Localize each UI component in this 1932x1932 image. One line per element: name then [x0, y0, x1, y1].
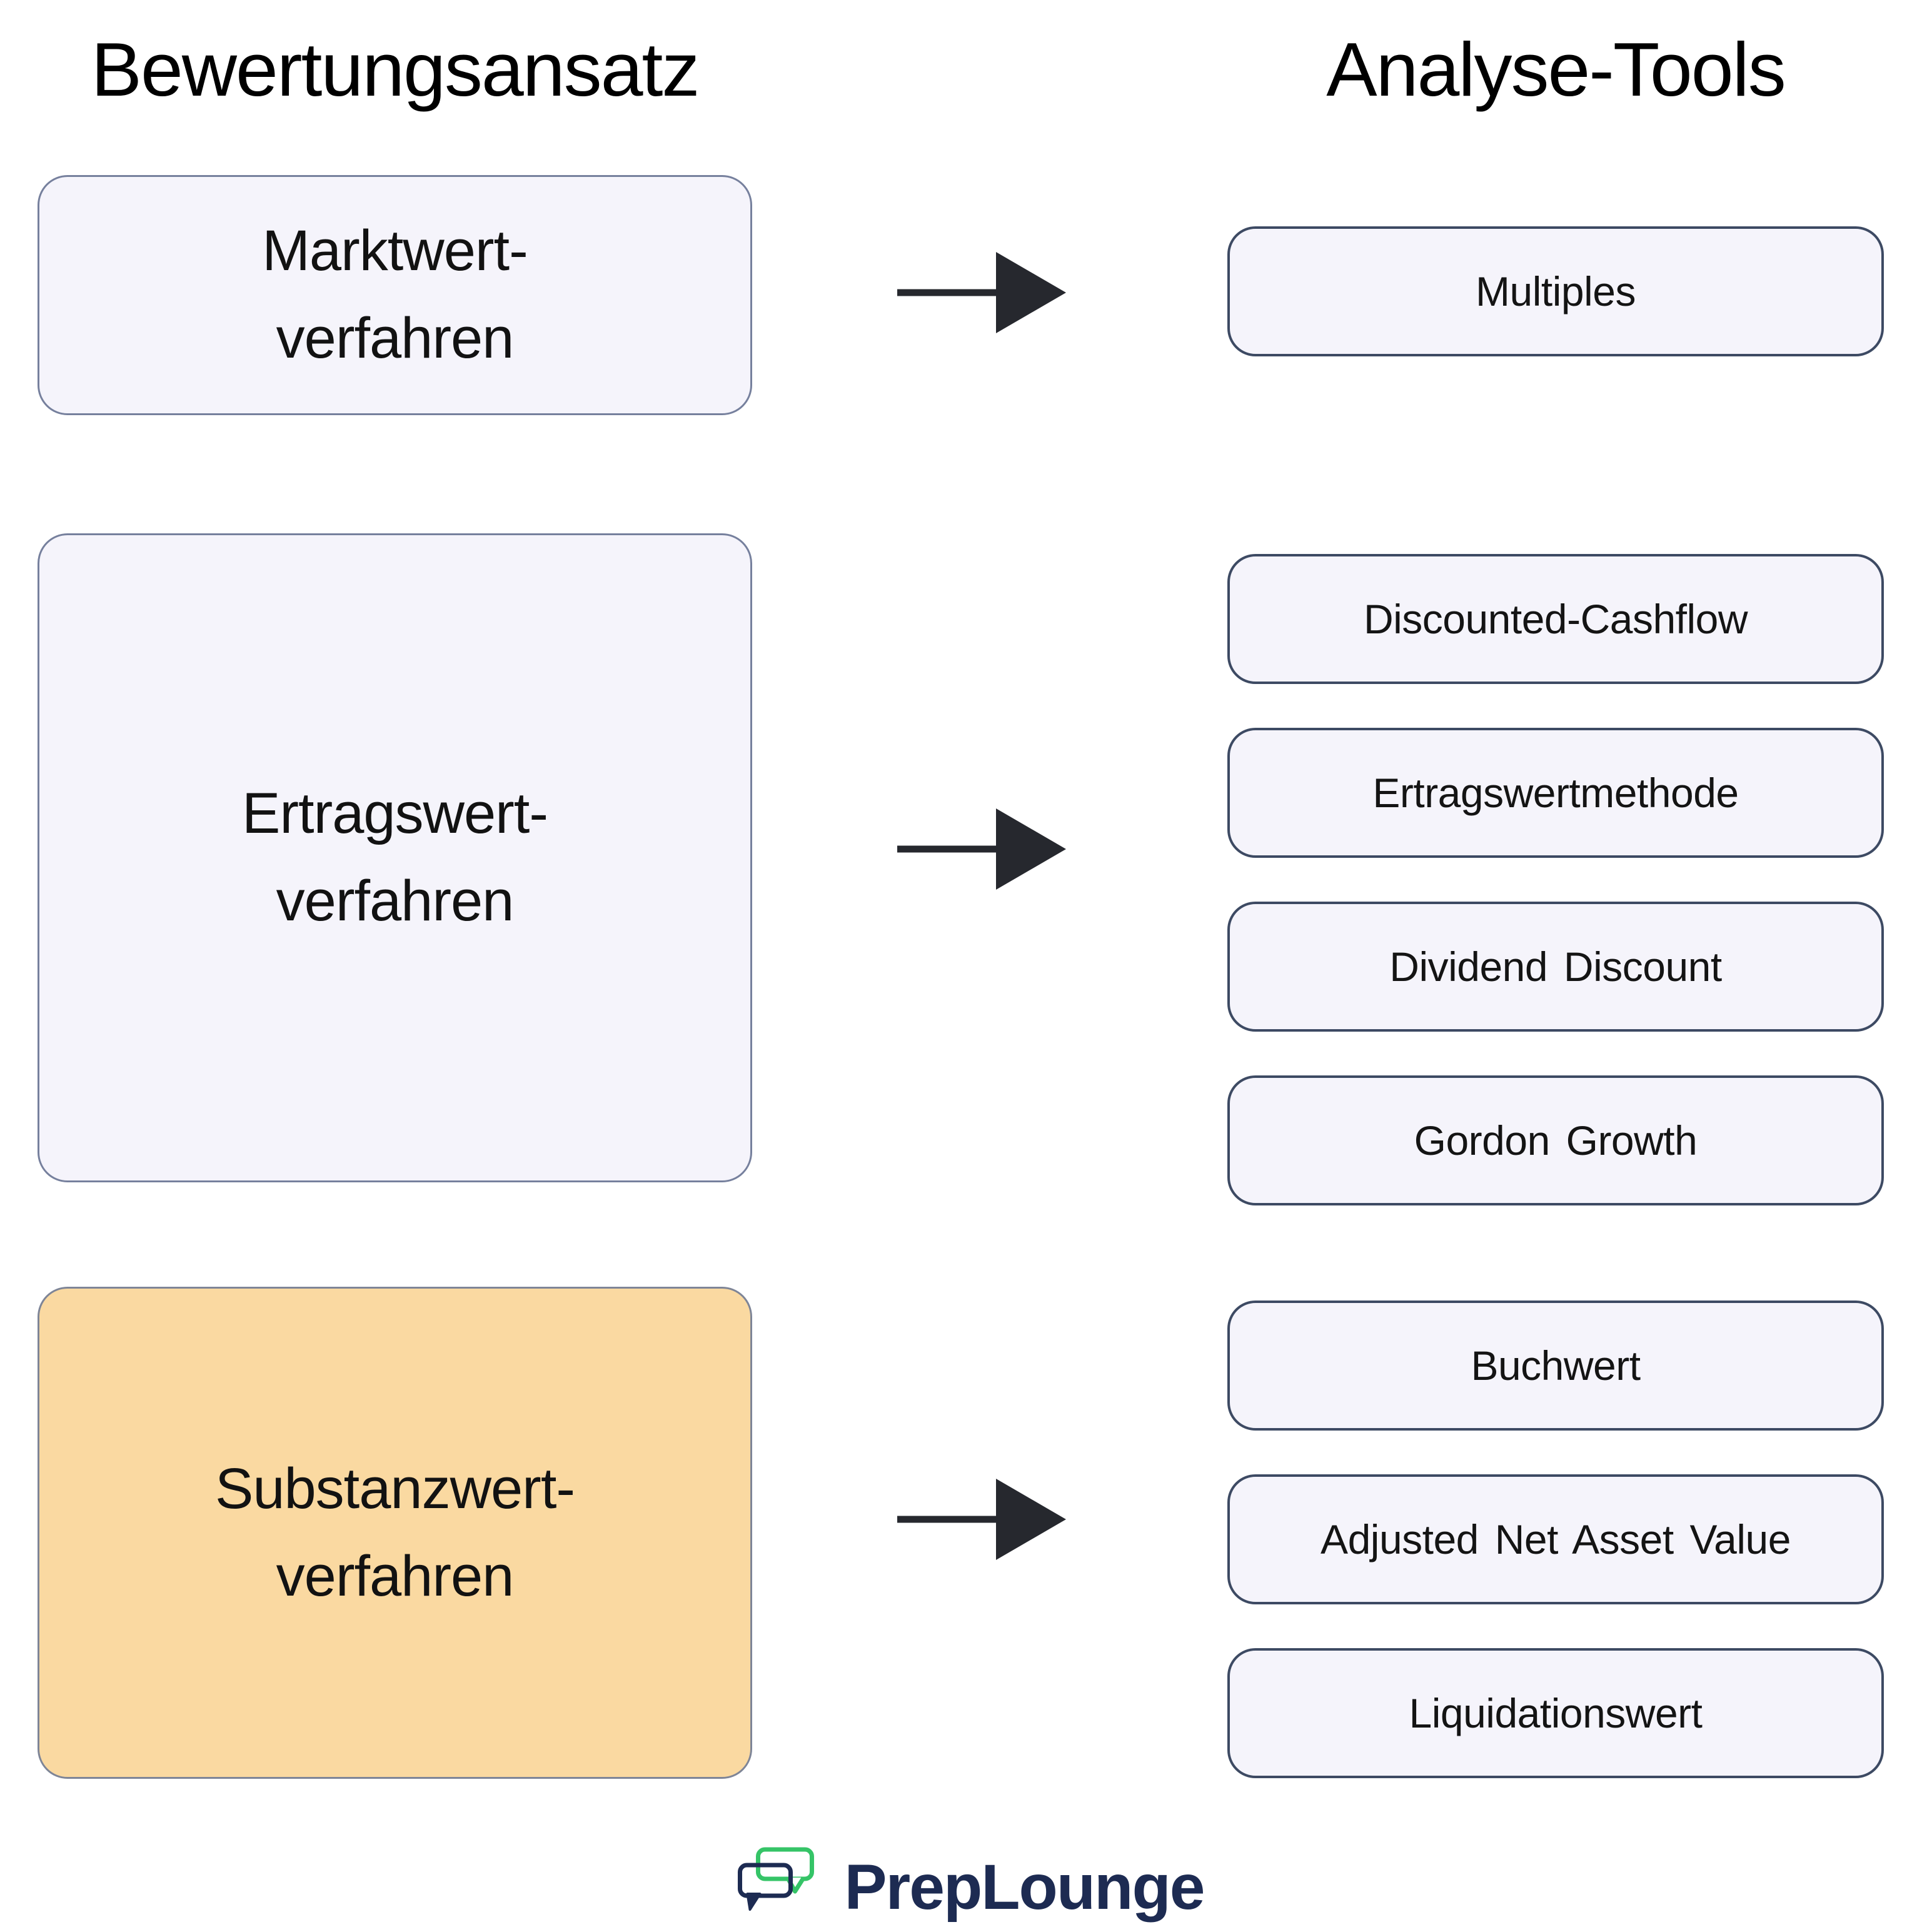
- tool-box-buchwert: Buchwert: [1227, 1301, 1884, 1431]
- approach-label-line1: Ertragswert-: [242, 782, 548, 846]
- tool-box-dividend-discount: Dividend Discount: [1227, 902, 1884, 1032]
- approach-label-line2: verfahren: [276, 869, 515, 933]
- approach-box-substanzwertverfahren: Substanzwert- verfahren: [38, 1287, 752, 1779]
- tool-label: Discounted-Cashflow: [1363, 596, 1748, 642]
- tool-box-ertragswertmethode: Ertragswertmethode: [1227, 728, 1884, 858]
- tool-label: Buchwert: [1471, 1342, 1641, 1389]
- preplounge-logo: PrepLounge: [728, 1843, 1205, 1931]
- tool-label: Dividend Discount: [1389, 943, 1722, 990]
- arrow-right-icon: [897, 1479, 1066, 1560]
- tool-box-adjusted-net-asset-value: Adjusted Net Asset Value: [1227, 1474, 1884, 1604]
- tool-label: Liquidationswert: [1409, 1690, 1703, 1736]
- logo-wordmark: PrepLounge: [844, 1851, 1205, 1923]
- tool-box-gordon-growth: Gordon Growth: [1227, 1075, 1884, 1205]
- tool-box-discounted-cashflow: Discounted-Cashflow: [1227, 554, 1884, 684]
- arrow-right-icon: [897, 252, 1066, 333]
- approach-box-marktwertverfahren: Marktwert- verfahren: [38, 175, 752, 415]
- tool-label: Gordon Growth: [1414, 1117, 1698, 1164]
- arrow-right-icon: [897, 808, 1066, 890]
- approach-label-line1: Substanzwert-: [214, 1456, 575, 1521]
- tool-box-liquidationswert: Liquidationswert: [1227, 1648, 1884, 1778]
- chat-bubbles-icon: [737, 1847, 814, 1911]
- right-column-title: Analyse-Tools: [1326, 27, 1786, 112]
- approach-box-ertragswertverfahren: Ertragswert- verfahren: [38, 533, 752, 1182]
- approach-label-line2: verfahren: [276, 306, 515, 370]
- tool-label: Multiples: [1476, 268, 1636, 314]
- tool-label: Adjusted Net Asset Value: [1321, 1516, 1791, 1562]
- tool-box-multiples: Multiples: [1227, 226, 1884, 356]
- tool-label: Ertragswertmethode: [1372, 770, 1739, 816]
- left-column-title: Bewertungsansatz: [91, 27, 700, 112]
- approach-label-line2: verfahren: [276, 1544, 515, 1608]
- approach-label-line1: Marktwert-: [262, 219, 528, 283]
